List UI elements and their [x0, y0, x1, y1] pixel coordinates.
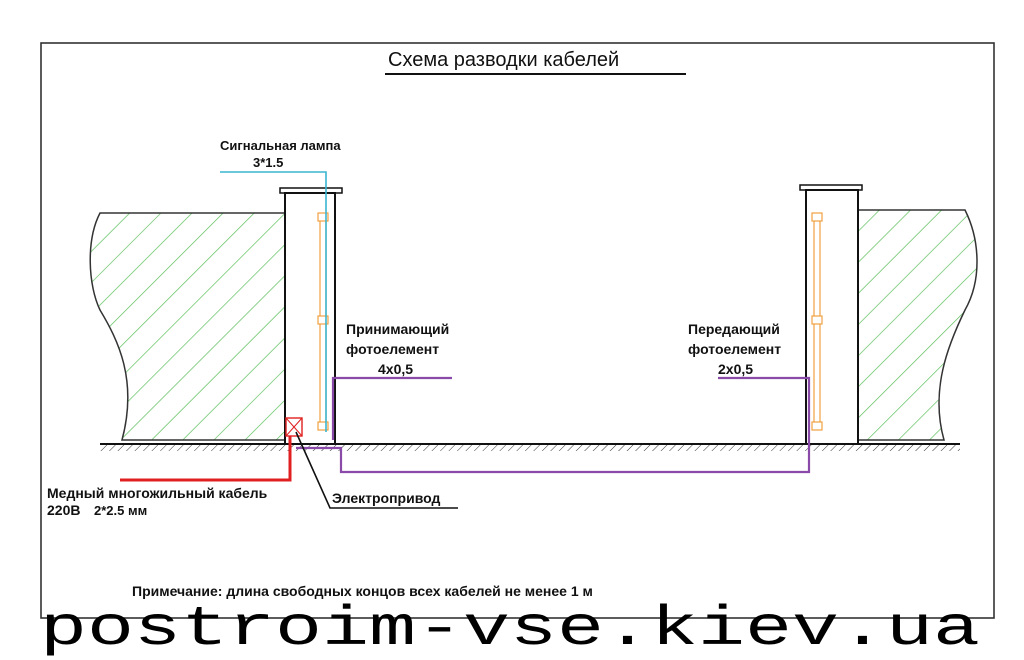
right-wall [857, 209, 978, 441]
signal-lamp-cable [220, 171, 327, 432]
signal-lamp-spec: 3*1.5 [253, 155, 283, 170]
diagram-title: Схема разводки кабелей [388, 49, 619, 71]
copper-cable-label: Медный многожильный кабель [47, 485, 268, 501]
receiver-label-line1: Принимающий [346, 321, 449, 337]
drive-label: Электропривод [332, 490, 440, 506]
left-wall [89, 212, 286, 441]
site-watermark: postroim-vse.kiev.ua [40, 597, 980, 660]
receiver-photocell-cable [331, 376, 452, 440]
footnote: Примечание: длина свободных концов всех … [132, 583, 593, 599]
power-cable [120, 436, 292, 482]
drive-junction-box [285, 417, 303, 437]
transmitter-label-line2: фотоелемент [688, 341, 781, 357]
signal-lamp-label: Сигнальная лампа [220, 138, 341, 153]
receiver-spec: 4x0,5 [378, 361, 413, 377]
transmitter-spec: 2x0,5 [718, 361, 753, 377]
copper-cable-voltage: 220В [47, 502, 80, 518]
transmitter-photocell-cable [296, 376, 811, 474]
right-post [805, 189, 859, 445]
drive-leader-line [295, 431, 458, 509]
transmitter-label-line1: Передающий [688, 321, 780, 337]
right-post-reinforcement [811, 212, 823, 431]
ground-hatch [100, 444, 960, 451]
copper-cable-spec: 2*2.5 мм [94, 503, 147, 518]
receiver-label-line2: фотоелемент [346, 341, 439, 357]
drawing-frame [40, 42, 995, 619]
